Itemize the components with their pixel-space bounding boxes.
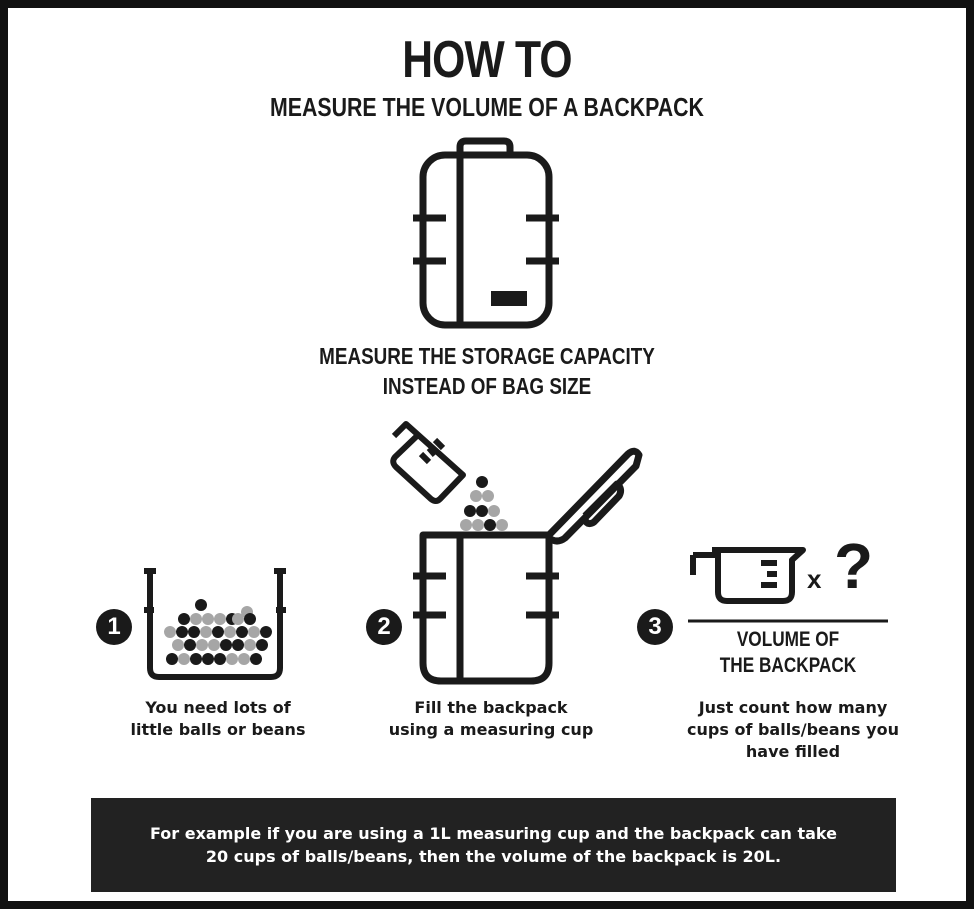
- ball: [248, 626, 260, 638]
- storage-note-line: INSTEAD OF BAG SIZE: [382, 373, 592, 399]
- volume-label: VOLUME OF THE BACKPACK: [706, 627, 870, 679]
- ball: [214, 653, 226, 665]
- title: HOW TO: [402, 31, 572, 89]
- backpack-icon: [413, 137, 559, 329]
- ball: [200, 626, 212, 638]
- ball: [224, 626, 236, 638]
- ball: [220, 639, 232, 651]
- ball: [176, 626, 188, 638]
- multiply-sign: x: [807, 564, 822, 594]
- ball: [208, 639, 220, 651]
- volume-label-line: VOLUME OF: [736, 628, 840, 651]
- ball: [232, 613, 244, 625]
- ball: [244, 613, 256, 625]
- ball: [470, 490, 482, 502]
- ball: [476, 505, 488, 517]
- ball: [484, 519, 496, 531]
- ball: [464, 505, 476, 517]
- step-3-line: Just count how many: [698, 698, 888, 717]
- balls-icon: [164, 599, 272, 665]
- ball: [260, 626, 272, 638]
- ball: [460, 519, 472, 531]
- step-2-line: using a measuring cup: [388, 720, 594, 739]
- ball: [214, 613, 226, 625]
- step-3-badge: 3: [637, 609, 673, 645]
- example-line: 20 cups of balls/beans, then the volume …: [205, 847, 782, 866]
- ball: [172, 639, 184, 651]
- step-2-line: Fill the backpack: [414, 698, 568, 717]
- ball: [232, 639, 244, 651]
- ball: [496, 519, 508, 531]
- example-banner: For example if you are using a 1L measur…: [91, 798, 896, 892]
- step-1-line: You need lots of: [145, 698, 291, 717]
- illustrations: [144, 137, 888, 685]
- open-backpack-icon: [413, 447, 643, 685]
- ball: [488, 505, 500, 517]
- storage-note: MEASURE THE STORAGE CAPACITY INSTEAD OF …: [94, 341, 880, 401]
- ball: [196, 639, 208, 651]
- ball: [188, 626, 200, 638]
- ball: [256, 639, 268, 651]
- measuring-cup-icon: [690, 547, 806, 604]
- step-3-text: Just count how many cups of balls/beans …: [663, 697, 923, 763]
- ball: [226, 653, 238, 665]
- ball: [236, 626, 248, 638]
- step-1-text: You need lots of little balls or beans: [98, 697, 338, 741]
- container-icon: [144, 568, 286, 680]
- subtitle: MEASURE THE VOLUME OF A BACKPACK: [270, 92, 704, 122]
- ball: [164, 626, 176, 638]
- step-3-line: cups of balls/beans you: [687, 720, 899, 739]
- ball: [166, 653, 178, 665]
- storage-note-line: MEASURE THE STORAGE CAPACITY: [319, 343, 655, 369]
- measuring-cup-pour-icon: [390, 421, 466, 504]
- pouring-balls-icon: [460, 476, 508, 531]
- ball: [238, 653, 250, 665]
- ball: [202, 653, 214, 665]
- example-line: For example if you are using a 1L measur…: [150, 824, 837, 843]
- ball: [472, 519, 484, 531]
- question-mark: ?: [834, 530, 874, 602]
- ball: [190, 613, 202, 625]
- ball: [482, 490, 494, 502]
- ball: [250, 653, 262, 665]
- step-1-line: little balls or beans: [130, 720, 306, 739]
- volume-label-line: THE BACKPACK: [719, 654, 857, 677]
- ball: [212, 626, 224, 638]
- step-1-badge: 1: [96, 609, 132, 645]
- step-2-badge: 2: [366, 609, 402, 645]
- ball: [190, 653, 202, 665]
- ball: [244, 639, 256, 651]
- step-3-line: have filled: [745, 742, 841, 761]
- backpack-pocket-icon: [491, 291, 527, 306]
- ball: [184, 639, 196, 651]
- ball: [195, 599, 207, 611]
- ball: [476, 476, 488, 488]
- ball: [178, 653, 190, 665]
- step-2-text: Fill the backpack using a measuring cup: [361, 697, 621, 741]
- infographic: HOW TO MEASURE THE VOLUME OF A BACKPACK: [8, 8, 966, 901]
- ball: [202, 613, 214, 625]
- ball: [178, 613, 190, 625]
